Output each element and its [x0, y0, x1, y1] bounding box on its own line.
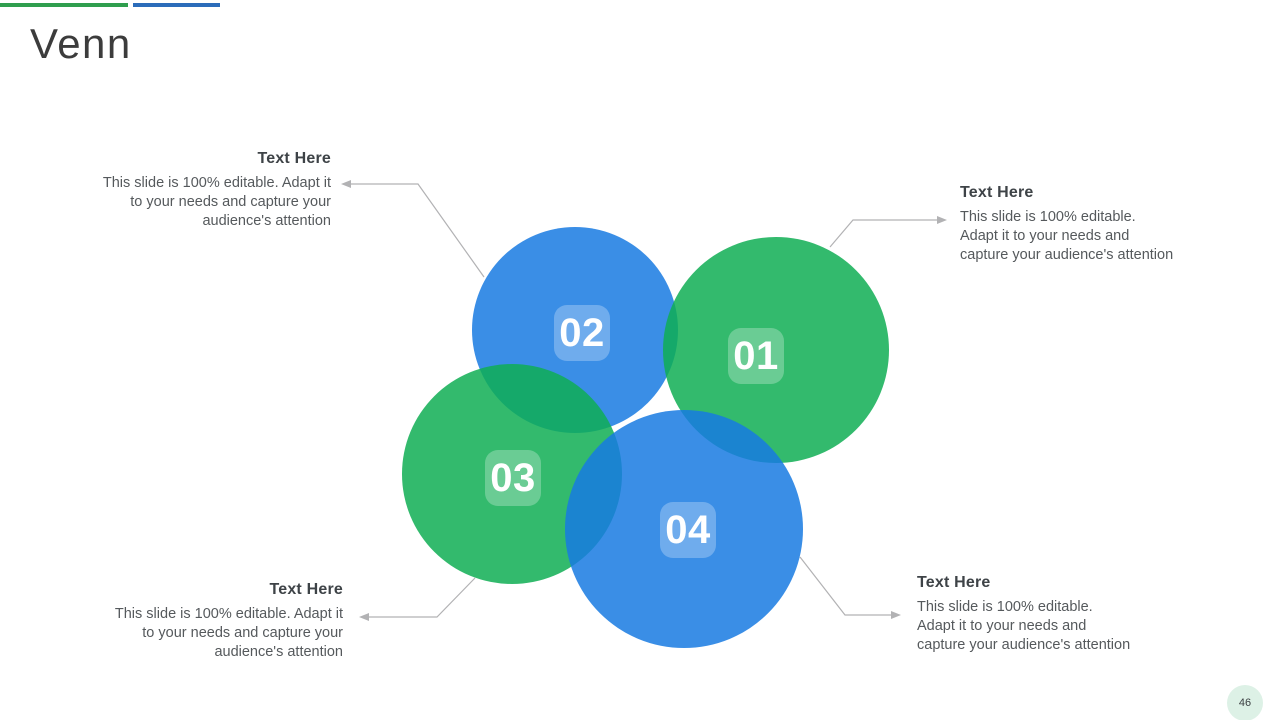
- page-title: Venn: [30, 20, 132, 67]
- venn-badge-04[interactable]: 04: [660, 502, 716, 558]
- callout-text-line: This slide is 100% editable.: [917, 599, 1093, 615]
- callout-text-line: Adapt it to your needs and: [917, 618, 1087, 634]
- callout-text-line: This slide is 100% editable.: [960, 209, 1136, 225]
- callout-heading: Text Here: [269, 581, 343, 598]
- callout-text-line: This slide is 100% editable. Adapt it: [114, 606, 343, 622]
- callout-heading: Text Here: [917, 574, 991, 591]
- venn-badge-01[interactable]: 01: [728, 328, 784, 384]
- arrowhead-right-icon: [937, 216, 947, 224]
- callout-top-right: Text Here This slide is 100% editable. A…: [960, 184, 1173, 265]
- page-number-badge: 46: [1227, 685, 1263, 720]
- page-number: 46: [1238, 697, 1252, 709]
- arrowhead-right-icon: [891, 611, 901, 619]
- accent-bar-green: [0, 3, 128, 7]
- leader-line-bottom-left: [368, 577, 476, 618]
- callout-text-line: capture your audience's attention: [960, 247, 1174, 263]
- callout-heading: Text Here: [960, 184, 1034, 201]
- callout-heading: Text Here: [257, 150, 331, 167]
- venn-badge-03[interactable]: 03: [485, 450, 541, 506]
- leader-line-bottom-right: [799, 556, 892, 616]
- callout-text-line: This slide is 100% editable. Adapt it: [102, 175, 331, 191]
- venn-badge-02[interactable]: 02: [554, 305, 610, 361]
- venn-circle-04[interactable]: [565, 410, 803, 648]
- callout-text-line: to your needs and capture your: [142, 625, 343, 641]
- callout-text-line: to your needs and capture your: [130, 194, 331, 210]
- arrowhead-left-icon: [341, 180, 351, 188]
- callout-text-line: Adapt it to your needs and: [960, 228, 1130, 244]
- callout-bottom-right: Text Here This slide is 100% editable. A…: [917, 574, 1130, 655]
- accent-bar-blue: [133, 3, 220, 7]
- callout-top-left: Text Here This slide is 100% editable. A…: [103, 150, 331, 231]
- leader-line-top-right: [829, 219, 938, 248]
- callout-text-line: capture your audience's attention: [917, 637, 1131, 653]
- leader-line-top-left: [350, 183, 485, 278]
- callout-text-line: audience's attention: [202, 213, 331, 229]
- arrowhead-left-icon: [359, 613, 369, 621]
- callout-bottom-left: Text Here This slide is 100% editable. A…: [115, 581, 343, 662]
- callout-text-line: audience's attention: [214, 644, 343, 660]
